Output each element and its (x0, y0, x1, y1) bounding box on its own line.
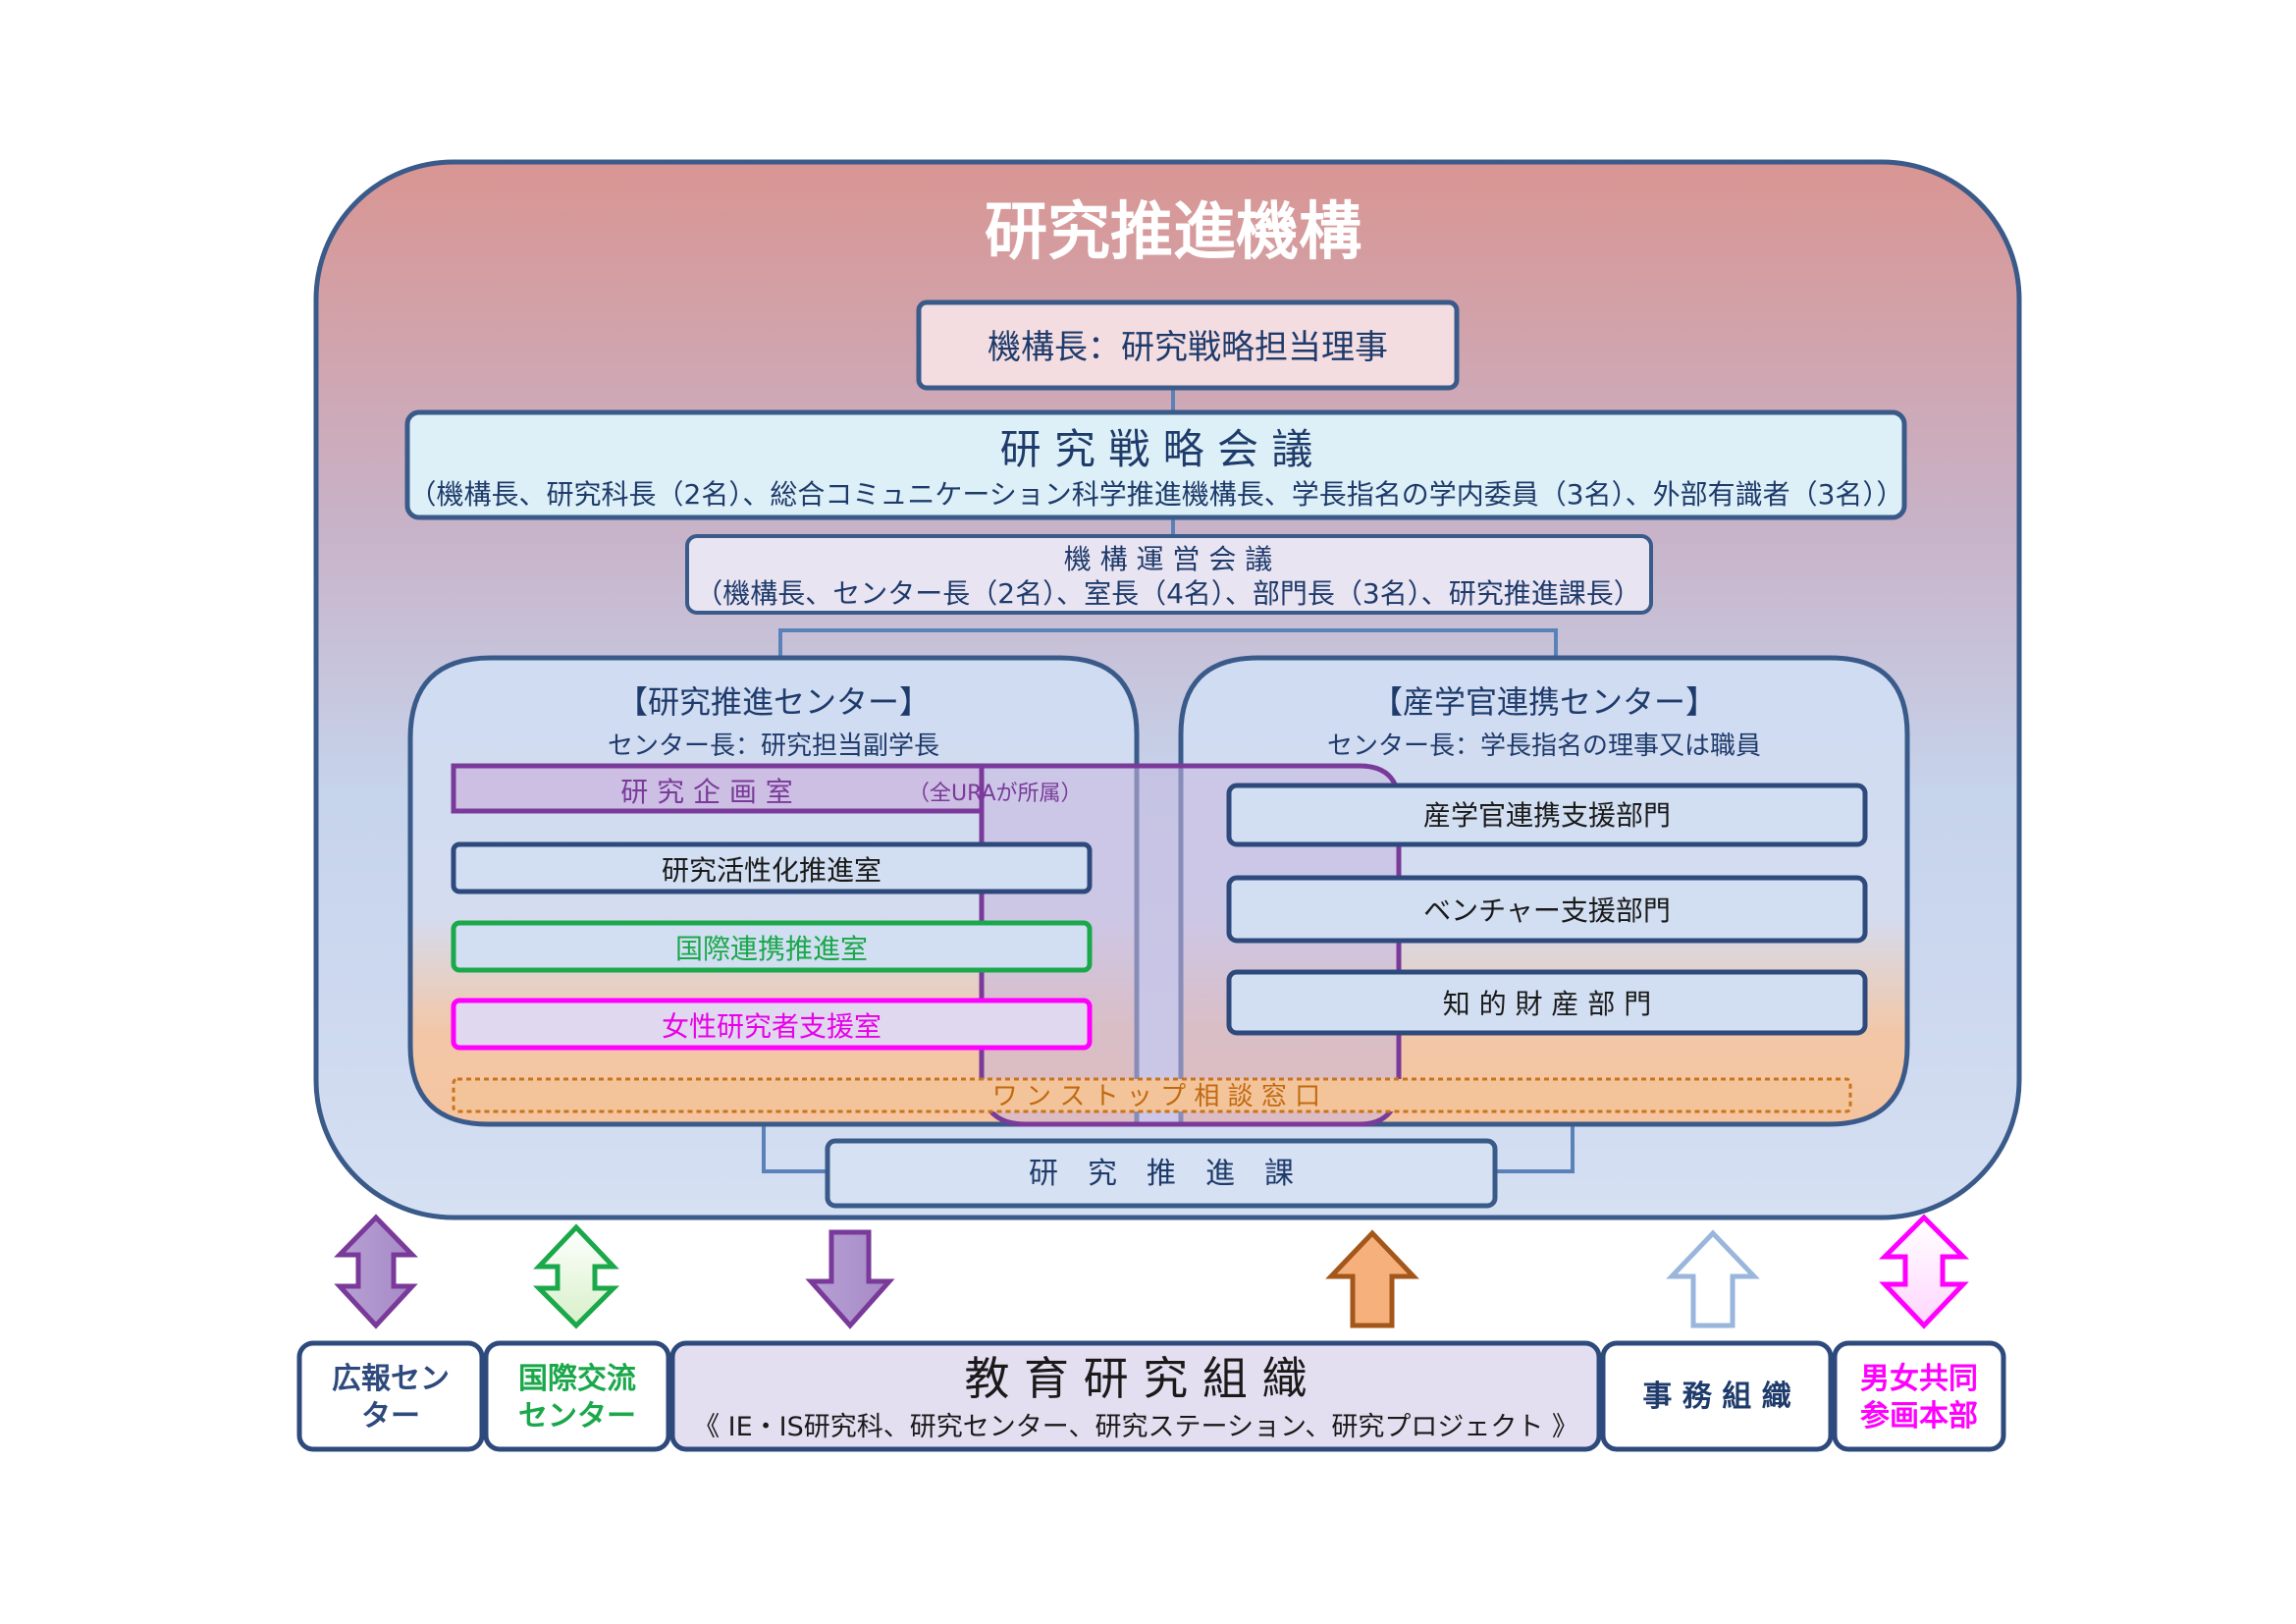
research-activation-room-label: 研究活性化推進室 (662, 854, 881, 887)
pr-center-box (296, 1340, 485, 1452)
gender-equality-label-line2: 参画本部 (1860, 1399, 1978, 1434)
one-stop-desk-box (452, 1077, 1852, 1113)
edu-org-box (669, 1340, 1602, 1452)
double-arrow-pr-icon (334, 1214, 418, 1329)
pr-center-label-line1: 広報セン (332, 1362, 450, 1396)
pr-center-label-line2: ター (361, 1399, 420, 1434)
double-arrow-gender-icon (1878, 1214, 1970, 1329)
management-council-title: 機 構 運 営 会 議 (1064, 543, 1273, 575)
venture-support-dept-box (1226, 875, 1868, 944)
up-arrow-edu-icon (1325, 1229, 1419, 1328)
gender-equality-box (1832, 1340, 2006, 1452)
research-planning-room-label: 研 究 企 画 室 (620, 776, 793, 808)
research-planning-room-box (451, 763, 985, 814)
ip-dept-box (1226, 969, 1868, 1036)
edu-org-title: 教 育 研 究 組 織 (964, 1352, 1307, 1405)
management-council-members: （機構長、センター長（2名）、室長（4名）、部門長（3名）、研究推進課長） (695, 577, 1640, 610)
venture-support-dept-label: ベンチャー支援部門 (1423, 894, 1671, 927)
research-division-label: 研 究 推 進 課 (1029, 1157, 1294, 1191)
industry-support-dept-label: 産学官連携支援部門 (1423, 799, 1671, 832)
admin-org-box (1600, 1340, 1834, 1452)
intl-collab-room-label: 国際連携推進室 (675, 933, 868, 965)
down-arrow-edu-icon (805, 1229, 895, 1329)
director-box (916, 299, 1460, 391)
strategy-council-box (404, 409, 1907, 520)
gender-equality-label-line1: 男女共同 (1860, 1362, 1978, 1396)
edu-org-subtitle: 《 IE・IS研究科、研究センター、研究ステーション、研究プロジェクト 》 (693, 1412, 1578, 1442)
research-center-title: 【研究推進センター】 (616, 683, 931, 721)
research-activation-room-box (451, 841, 1093, 894)
intl-center-label-line1: 国際交流 (518, 1362, 636, 1396)
intl-center-label-line2: センター (518, 1399, 636, 1434)
intl-center-box (483, 1340, 671, 1452)
page-title: 研究推進機構 (985, 196, 1362, 269)
intl-collab-room-box (451, 920, 1093, 973)
strategy-council-members: （機構長、研究科長（2名）、総合コミュニケーション科学推進機構長、学長指名の学内… (409, 478, 1904, 511)
female-researcher-room-label: 女性研究者支援室 (662, 1010, 881, 1043)
ip-dept-label: 知 的 財 産 部 門 (1443, 988, 1652, 1020)
industry-center-head: センター長：学長指名の理事又は職員 (1327, 731, 1761, 761)
female-researcher-room-box (451, 998, 1093, 1051)
director-label: 機構長：研究戦略担当理事 (988, 328, 1388, 367)
research-planning-note: （全URAが所属） (908, 782, 1083, 806)
double-arrow-intl-icon (532, 1223, 620, 1329)
research-center-head: センター長：研究担当副学長 (608, 731, 939, 761)
research-division-box (825, 1138, 1498, 1209)
strategy-council-title: 研 究 戦 略 会 議 (1000, 425, 1313, 473)
up-arrow-admin-icon (1666, 1229, 1760, 1328)
admin-org-label: 事 務 組 織 (1642, 1380, 1790, 1414)
industry-center-title: 【産学官連携センター】 (1371, 683, 1717, 721)
industry-support-dept-box (1226, 783, 1868, 847)
management-council-box (685, 534, 1653, 615)
one-stop-desk-label: ワ ン ス ト ッ プ 相 談 窓 口 (992, 1082, 1320, 1111)
